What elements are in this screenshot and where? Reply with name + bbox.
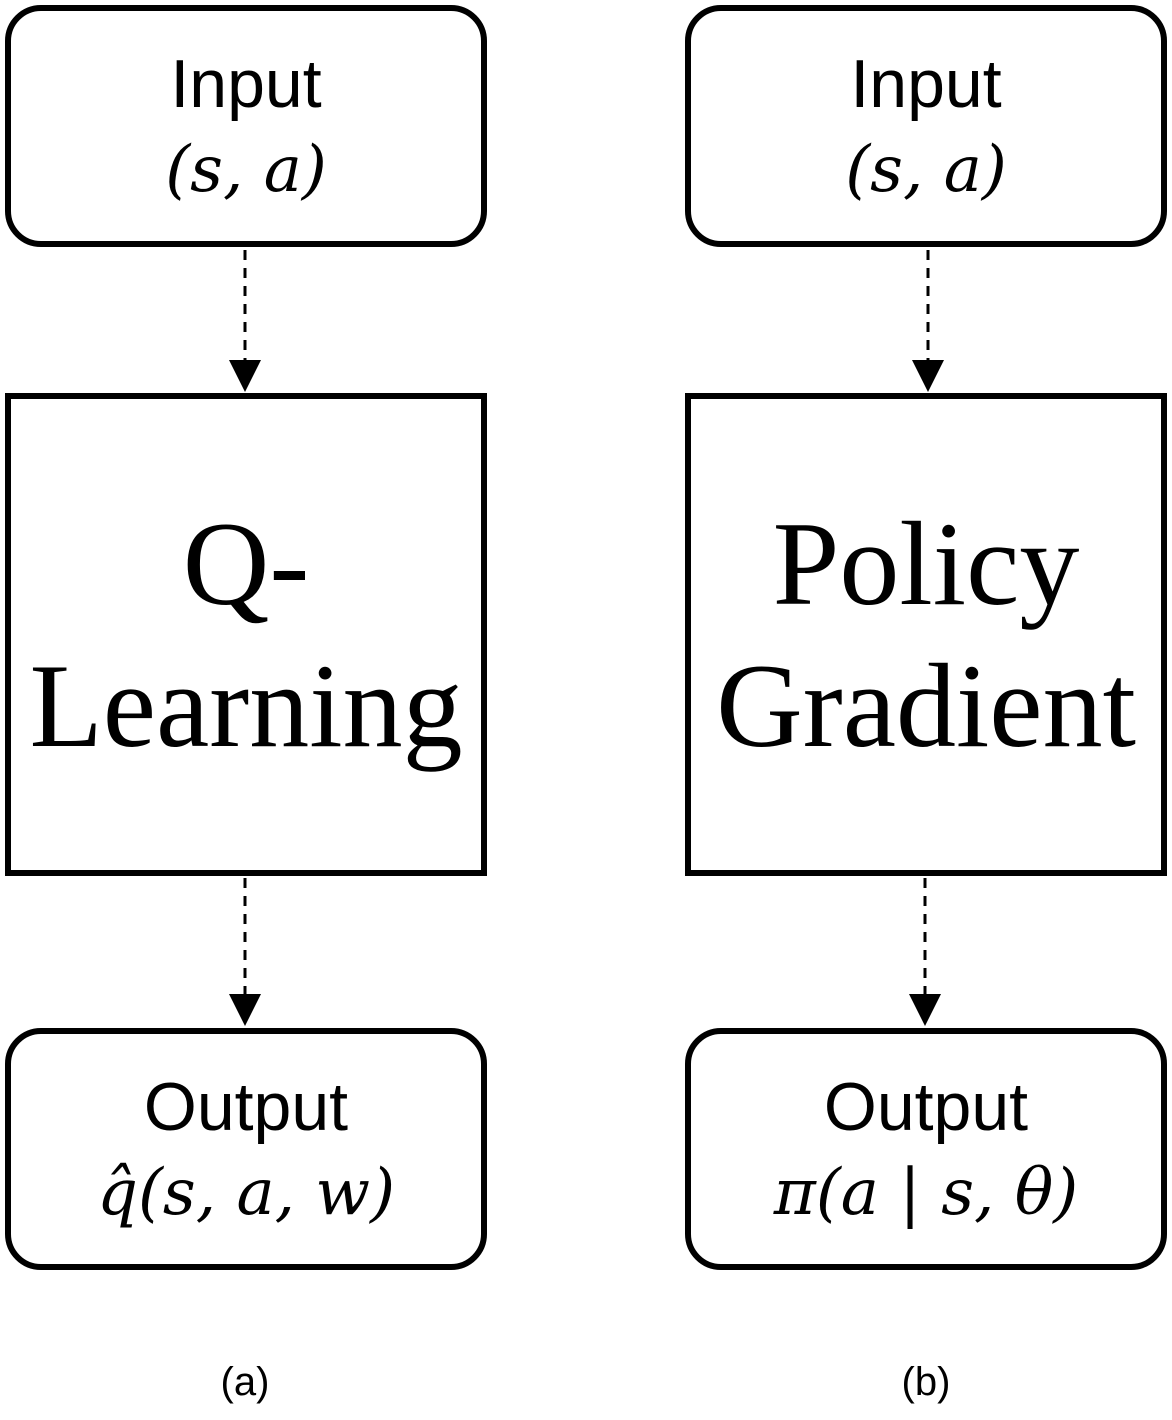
panel-a-method-line1: Q- (182, 496, 310, 630)
panel-b-output-box: Output π(a | s, θ) (685, 1028, 1167, 1270)
panel-a-output-box: Output q̂(s, a, w) (5, 1028, 487, 1270)
panel-b-caption: (b) (901, 1360, 951, 1404)
panel-b-output-label: Output (823, 1069, 1029, 1145)
panel-a-method-box: Q- Learning (5, 393, 487, 876)
panel-b-input-box: Input (s, a) (685, 5, 1167, 247)
panel-a-output-math: q̂(s, a, w) (96, 1156, 396, 1230)
panel-a-input-label: Input (170, 46, 322, 122)
panel-b-method-line2: Gradient (716, 638, 1136, 772)
arrow-a-input-to-method (229, 250, 261, 392)
arrow-a-method-to-output (229, 878, 261, 1026)
panel-b-input-math: (s, a) (845, 133, 1007, 207)
panel-b-method-box: Policy Gradient (685, 393, 1167, 876)
panel-a-caption: (a) (220, 1360, 270, 1404)
arrow-b-input-to-method (912, 250, 944, 392)
panel-b-method-line1: Policy (772, 496, 1080, 630)
panel-b-output-math: π(a | s, θ) (773, 1156, 1079, 1230)
arrow-b-method-to-output (909, 878, 941, 1026)
panel-a-input-math: (s, a) (165, 133, 327, 207)
panel-a-method-line2: Learning (29, 638, 463, 772)
panel-a-input-box: Input (s, a) (5, 5, 487, 247)
panel-b-input-label: Input (850, 46, 1002, 122)
panel-a-output-label: Output (143, 1069, 349, 1145)
